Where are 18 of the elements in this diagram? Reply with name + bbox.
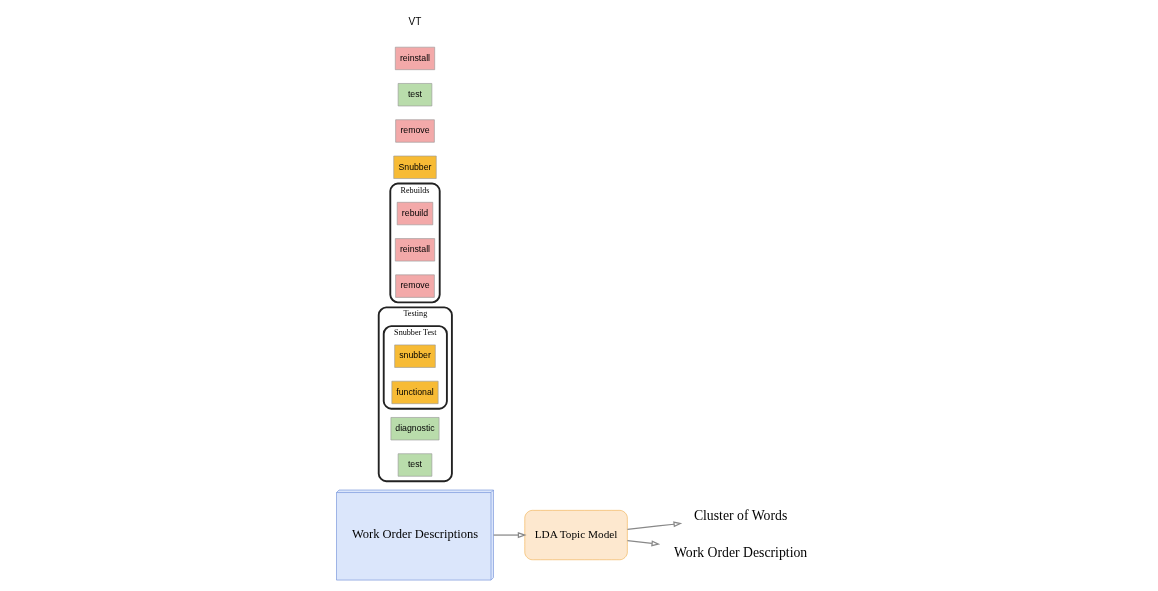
node-box: functional [391,380,438,405]
node-text: Work Order Description [673,544,807,560]
node-box: rebuild [396,202,433,226]
label: VT [408,15,421,27]
node-box: reinstall [394,238,435,262]
node-box: diagnostic [390,417,439,441]
node-box: Snubber [392,155,437,179]
node-box: reinstall [394,46,435,70]
node-box: test [397,83,432,107]
node-text: Cluster of Words [693,508,787,524]
arrow [626,521,682,531]
node-box: LDA Topic Model [523,510,628,561]
node-box: remove [394,274,435,298]
node-box: remove [394,119,435,143]
arrow [626,540,660,547]
node-box: snubber [393,344,436,368]
node-box: test [397,453,432,477]
arrow [492,532,527,539]
